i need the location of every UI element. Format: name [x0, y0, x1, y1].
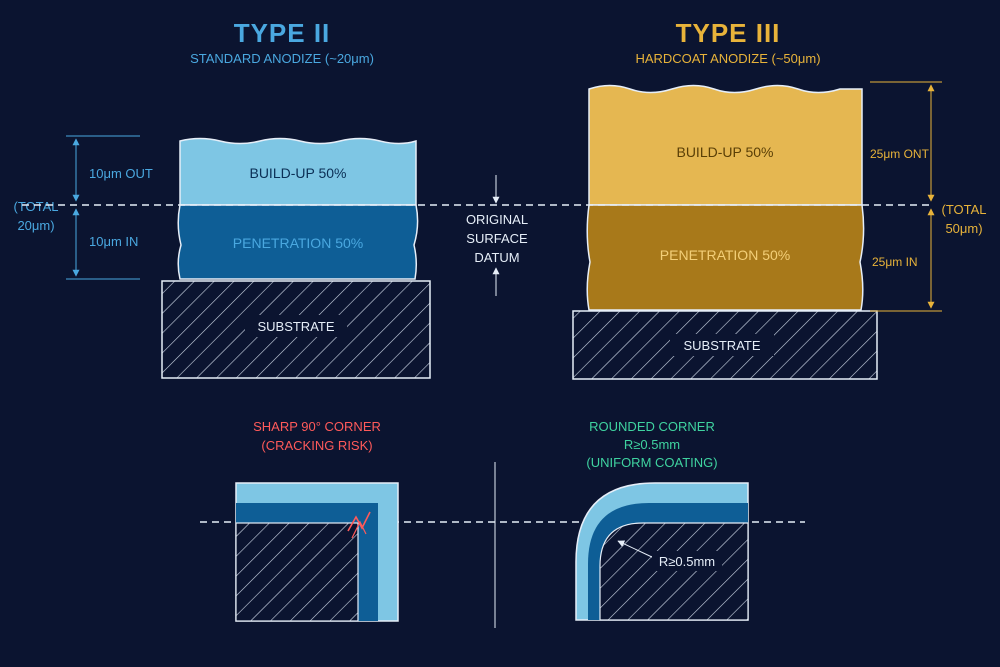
type3-total-line1: (TOTAL: [941, 202, 986, 217]
type2-subtitle: STANDARD ANODIZE (~20μm): [190, 51, 374, 66]
type3-substrate-label-bg: [670, 334, 774, 356]
type3-dim-out-label: 25μm ONT: [870, 147, 930, 161]
type3-dim-in-label: 25μm IN: [872, 255, 918, 269]
rounded-corner-substrate-hatch: [600, 523, 748, 620]
type2-dim-out-label: 10μm OUT: [89, 166, 153, 181]
type3-total-line2: 50μm): [945, 221, 982, 236]
type2-buildup-label: BUILD-UP 50%: [249, 165, 346, 181]
type2-buildup-layer: [179, 137, 417, 206]
rounded-corner-section: ROUNDED CORNER R≥0.5mm (UNIFORM COATING)…: [575, 419, 749, 621]
datum-label-line1: ORIGINAL: [466, 212, 528, 227]
crack-icon: [347, 511, 371, 532]
type3-buildup-layer: [588, 84, 863, 206]
type3-buildup-label: BUILD-UP 50%: [676, 144, 773, 160]
type3-substrate-label: SUBSTRATE: [683, 338, 760, 353]
type2-total-line2: 20μm): [17, 218, 54, 233]
type2-section: TYPE II STANDARD ANODIZE (~20μm) BUILD-U…: [13, 18, 431, 379]
type2-dim-in-label: 10μm IN: [89, 234, 138, 249]
type3-title: TYPE III: [676, 18, 781, 48]
radius-leader-arrow: [617, 540, 655, 559]
crack-icon-secondary: [351, 520, 367, 539]
sharp-corner-title: SHARP 90° CORNER: [253, 419, 381, 434]
type2-title: TYPE II: [234, 18, 331, 48]
sharp-corner-subtitle: (CRACKING RISK): [261, 438, 372, 453]
type2-penetration-layer: [177, 204, 419, 280]
datum-section: ORIGINAL SURFACE DATUM: [22, 175, 930, 296]
type2-substrate-label-bg: [245, 315, 347, 337]
sharp-corner-section: SHARP 90° CORNER (CRACKING RISK): [235, 419, 399, 622]
type2-total-line1: (TOTAL: [13, 199, 58, 214]
type3-substrate: [572, 310, 878, 380]
rounded-corner-subtitle: (UNIFORM COATING): [586, 455, 717, 470]
sharp-corner-substrate: [235, 522, 359, 622]
type3-section: TYPE III HARDCOAT ANODIZE (~50μm) BUILD-…: [572, 18, 987, 380]
type2-penetration-label: PENETRATION 50%: [233, 235, 363, 251]
type3-penetration-layer: [586, 204, 865, 311]
radius-label: R≥0.5mm: [659, 554, 715, 569]
type3-subtitle: HARDCOAT ANODIZE (~50μm): [635, 51, 820, 66]
radius-label-bg: [652, 551, 722, 571]
datum-label-line3: DATUM: [474, 250, 519, 265]
rounded-corner-title: ROUNDED CORNER: [589, 419, 715, 434]
rounded-corner-radius-heading: R≥0.5mm: [624, 437, 680, 452]
rounded-corner-substrate: [599, 522, 749, 621]
type2-substrate-label: SUBSTRATE: [257, 319, 334, 334]
type3-penetration-label: PENETRATION 50%: [660, 247, 790, 263]
datum-label-line2: SURFACE: [466, 231, 528, 246]
